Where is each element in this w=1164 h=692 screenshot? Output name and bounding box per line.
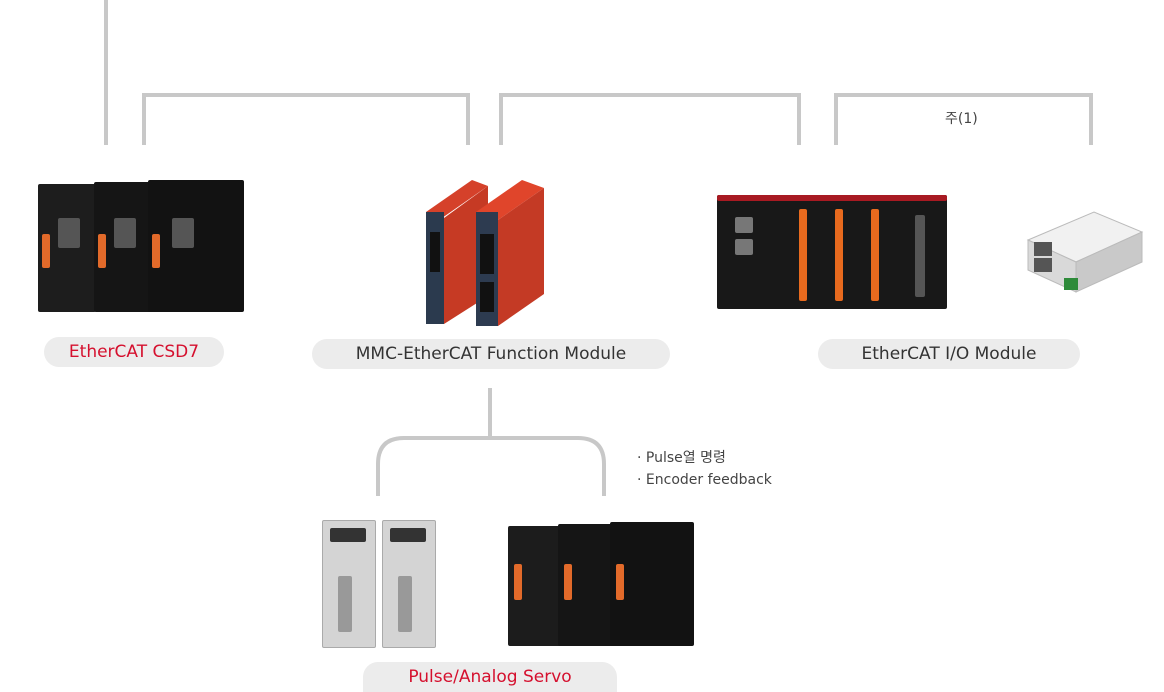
io-rack-icon [717, 195, 947, 309]
servo-drive-icon [38, 178, 248, 318]
sub-bracket [376, 436, 606, 496]
pulse-analog-servo-label: Pulse/Analog Servo [363, 662, 617, 692]
bracket-3-right [1089, 93, 1093, 145]
trunk-line [104, 0, 108, 145]
analog-servo-icon [318, 516, 446, 652]
mmc-module-label: MMC-EtherCAT Function Module [312, 339, 670, 369]
io-module-label: EtherCAT I/O Module [818, 339, 1080, 369]
encoder-feedback-note: · Encoder feedback [637, 472, 772, 488]
bracket-3-left [834, 93, 838, 145]
bracket-1-left [142, 93, 146, 145]
ethercat-csd7-label: EtherCAT CSD7 [44, 337, 224, 367]
bracket-3-top [834, 93, 1093, 97]
pulse-command-note: · Pulse열 명령 [637, 450, 726, 466]
bracket-1-top [142, 93, 470, 97]
function-module-icon [422, 172, 552, 332]
sub-trunk [488, 388, 492, 438]
bracket-2-top [499, 93, 801, 97]
io-block-icon [1018, 192, 1146, 302]
bracket-2-right [797, 93, 801, 145]
footnote-label: 주(1) [945, 111, 978, 127]
bracket-2-left [499, 93, 503, 145]
bracket-1-right [466, 93, 470, 145]
servo-drive-icon [508, 520, 696, 652]
